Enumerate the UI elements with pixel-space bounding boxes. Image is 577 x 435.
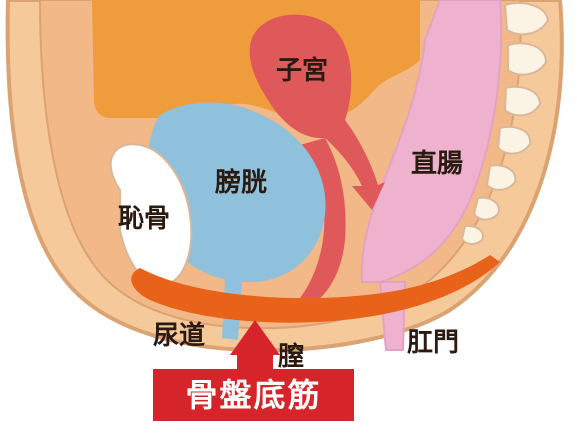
label-urethra: 尿道 <box>153 323 205 349</box>
label-rectum: 直腸 <box>411 151 463 177</box>
label-bladder: 膀胱 <box>215 170 267 196</box>
pelvic-floor-banner: 骨盤底筋 <box>153 369 354 421</box>
label-vagina: 膣 <box>278 344 304 370</box>
label-anus: 肛門 <box>407 330 459 356</box>
label-uterus: 子宮 <box>276 58 328 84</box>
banner-label: 骨盤底筋 <box>185 379 321 411</box>
label-pubic-bone: 恥骨 <box>118 206 170 232</box>
